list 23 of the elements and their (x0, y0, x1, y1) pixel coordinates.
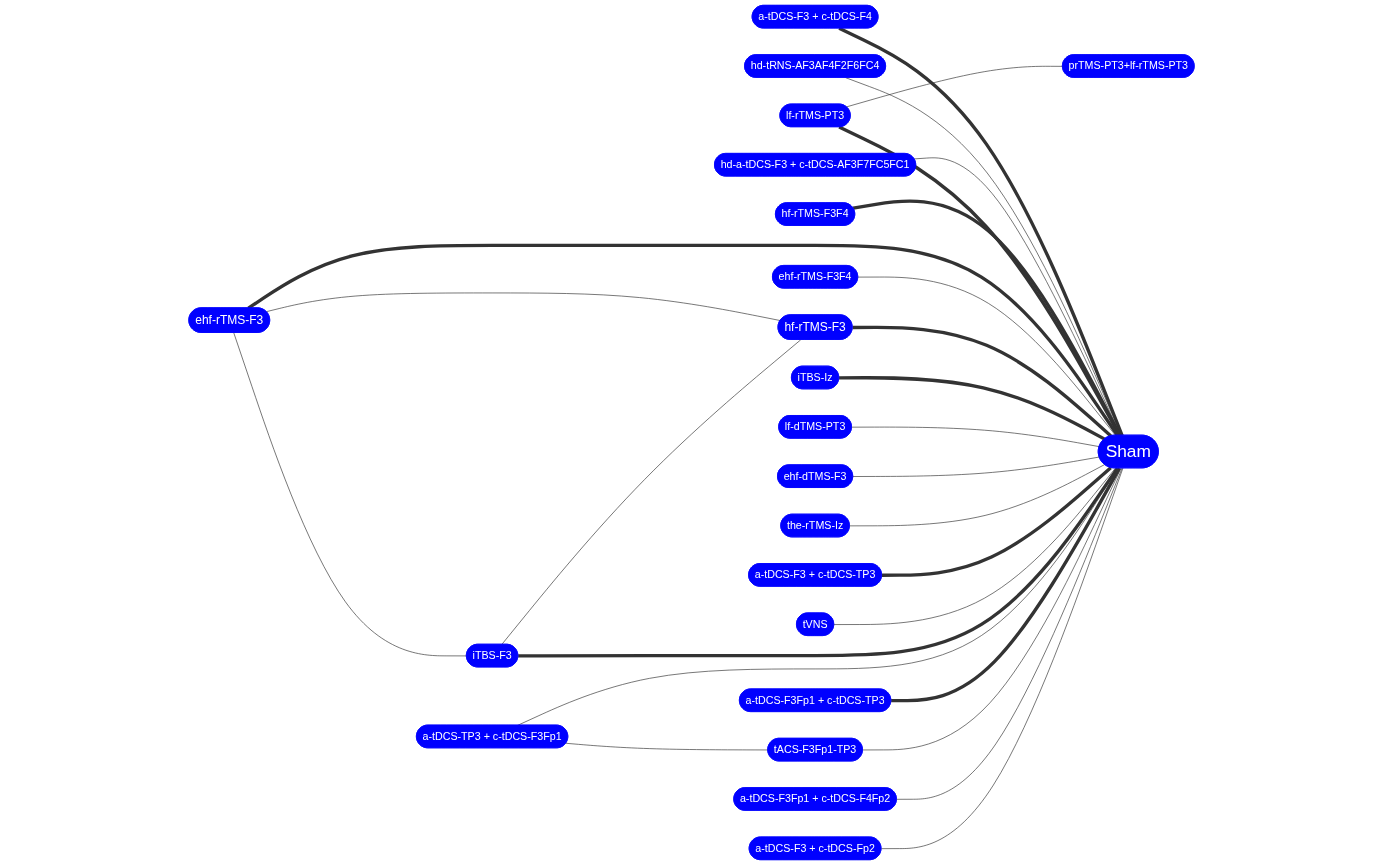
connector (517, 467, 1119, 726)
connector (501, 339, 802, 645)
connector (838, 125, 1122, 437)
connector (247, 243, 1119, 437)
connector (891, 467, 1121, 703)
connector (881, 466, 1112, 577)
connector (896, 467, 1123, 800)
connector (833, 467, 1116, 625)
connector (846, 65, 1064, 108)
connector (857, 276, 1116, 436)
connector (518, 467, 1119, 658)
connector (565, 742, 769, 751)
connector (862, 467, 1122, 751)
connector (851, 426, 1100, 447)
connector (845, 77, 1122, 436)
connector (233, 332, 468, 657)
connector (852, 325, 1112, 438)
connector (881, 467, 1124, 849)
connector (849, 464, 1105, 527)
connector (266, 292, 781, 321)
connector (852, 199, 1122, 437)
connector (852, 456, 1100, 477)
connector (839, 376, 1106, 441)
